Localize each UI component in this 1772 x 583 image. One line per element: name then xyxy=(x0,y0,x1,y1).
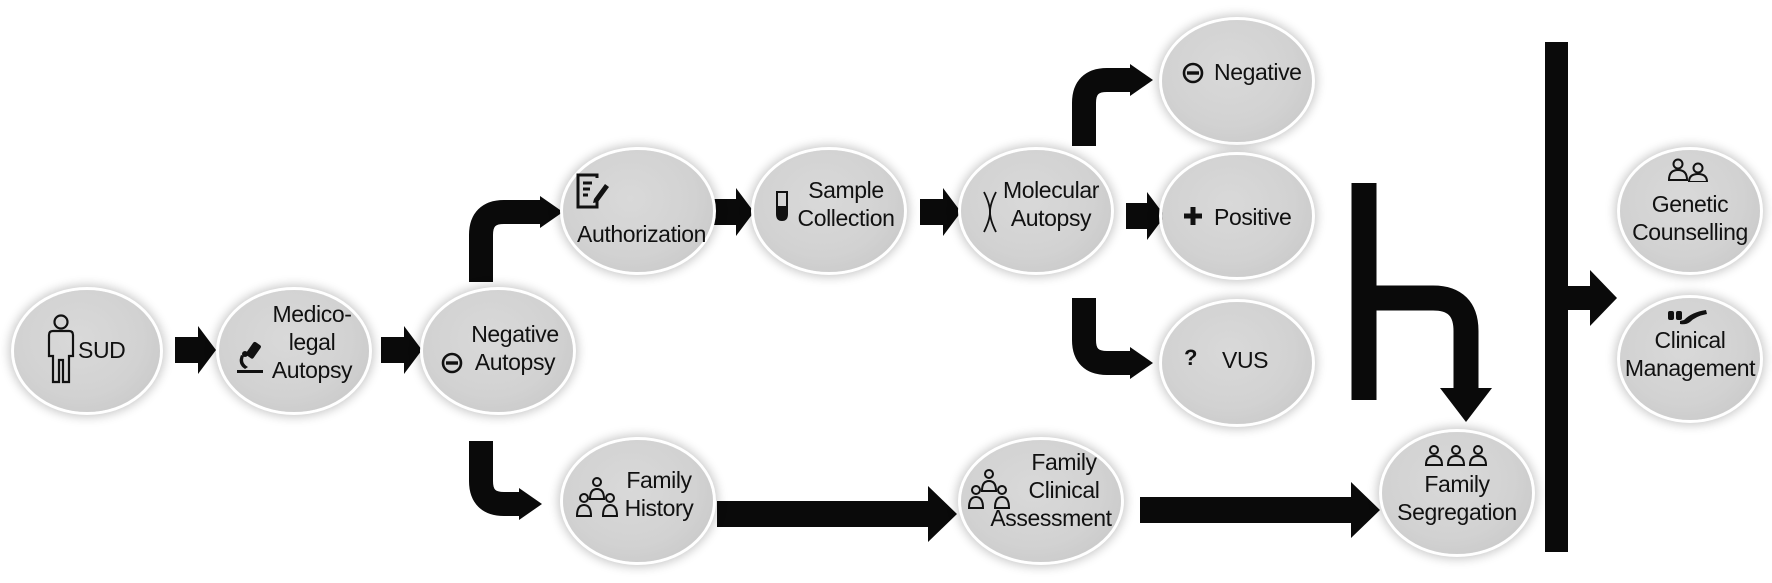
label-line: Family xyxy=(626,467,692,493)
node-medico-legal-autopsy: Medico- legal Autopsy xyxy=(219,290,369,412)
family-icon xyxy=(575,474,619,518)
label-family-clinical-assessment: Family Clinical Assessment xyxy=(981,448,1121,532)
minus-circle-icon xyxy=(1182,62,1204,84)
label-line: Counselling xyxy=(1632,219,1748,245)
node-negative-autopsy: Negative Autopsy xyxy=(423,290,573,412)
arrow-negative-to-family-history xyxy=(469,441,521,516)
arrow-molecular-to-positive xyxy=(1126,192,1165,240)
label-molecular-autopsy: Molecular Autopsy xyxy=(991,176,1111,232)
node-authorization: Authorization xyxy=(563,150,713,272)
two-people-icon xyxy=(1666,158,1710,182)
group-icon xyxy=(1424,444,1488,466)
label-clinical-management: Clinical Management xyxy=(1622,326,1758,382)
label-line: Collection xyxy=(797,205,895,231)
document-edit-icon xyxy=(575,172,609,210)
label-line: Family xyxy=(1031,449,1097,475)
node-negative: Negative xyxy=(1162,20,1312,142)
arrow-molecular-to-vus xyxy=(1072,298,1132,375)
label-line: Clinical xyxy=(1028,477,1100,503)
node-molecular-autopsy: Molecular Autopsy xyxy=(961,150,1111,272)
arrowhead-negative xyxy=(1130,64,1153,96)
label-sample-collection: Sample Collection xyxy=(790,176,902,232)
minus-circle-icon xyxy=(441,352,463,374)
label-line: Assessment xyxy=(990,505,1112,531)
node-sample-collection: Sample Collection xyxy=(754,150,904,272)
arrow-assessment-to-segregation xyxy=(1140,482,1380,538)
microscope-icon xyxy=(233,340,267,374)
label-line: Medico- xyxy=(272,301,352,327)
chromosome-icon xyxy=(979,190,1001,234)
arrow-negative-to-authorization xyxy=(469,200,542,282)
label-line: Management xyxy=(1624,355,1756,381)
arrowhead-authorization xyxy=(540,196,563,228)
label-line: Clinical xyxy=(1654,327,1726,353)
node-genetic-counselling: Genetic Counselling xyxy=(1620,150,1760,272)
node-vus: ? VUS xyxy=(1162,302,1312,424)
label-line: Negative xyxy=(471,321,559,347)
label-line: Sample xyxy=(808,177,884,203)
label-line: Segregation xyxy=(1397,499,1517,525)
vertical-bar xyxy=(1545,42,1568,552)
arrow-sud-to-medicolegal xyxy=(175,326,216,374)
arrowhead-family-history xyxy=(519,488,542,520)
label-line: History xyxy=(624,495,694,521)
label-medico-legal: Medico- legal Autopsy xyxy=(257,300,367,384)
label-line: Autopsy xyxy=(271,357,353,383)
label-authorization: Authorization xyxy=(577,221,707,247)
arrowhead-vus xyxy=(1130,347,1153,379)
plus-icon xyxy=(1184,207,1202,225)
label-family-history: Family History xyxy=(609,466,709,522)
arrow-results-to-segregation xyxy=(1351,183,1479,400)
label-line: legal xyxy=(288,329,336,355)
arrow-sample-to-molecular xyxy=(920,188,961,236)
node-sud: SUD xyxy=(14,290,160,412)
node-positive: Positive xyxy=(1162,155,1312,277)
label-vus: VUS xyxy=(1222,347,1269,373)
label-line: Autopsy xyxy=(474,349,556,375)
arrow-medicolegal-to-negative-autopsy xyxy=(381,326,422,374)
family-icon xyxy=(967,466,1011,510)
person-icon xyxy=(46,314,76,384)
arrow-history-to-assessment xyxy=(717,486,957,542)
arrowhead-segregation xyxy=(1440,388,1492,422)
label-line: Genetic xyxy=(1651,191,1729,217)
label-family-segregation: Family Segregation xyxy=(1387,470,1527,526)
label-positive: Positive xyxy=(1214,204,1292,230)
hand-pills-icon xyxy=(1666,308,1708,326)
node-family-clinical-assessment: Family Clinical Assessment xyxy=(961,440,1121,562)
label-line: Autopsy xyxy=(1010,205,1092,231)
node-family-history: Family History xyxy=(563,440,713,562)
arrow-molecular-to-negative xyxy=(1072,68,1132,146)
label-line: Molecular xyxy=(1002,177,1100,203)
arrow-bar-to-outcomes xyxy=(1568,270,1617,326)
label-negative-autopsy: Negative Autopsy xyxy=(463,320,567,376)
question-mark-icon: ? xyxy=(1184,345,1198,370)
label-line: Family xyxy=(1424,471,1490,497)
test-tube-icon xyxy=(774,190,790,222)
label-sud: SUD xyxy=(78,337,126,363)
label-negative: Negative xyxy=(1214,59,1302,85)
node-clinical-management: Clinical Management xyxy=(1620,298,1760,420)
label-genetic-counselling: Genetic Counselling xyxy=(1622,190,1758,246)
node-family-segregation: Family Segregation xyxy=(1382,432,1532,554)
arrow-authorization-to-sample xyxy=(713,188,754,236)
